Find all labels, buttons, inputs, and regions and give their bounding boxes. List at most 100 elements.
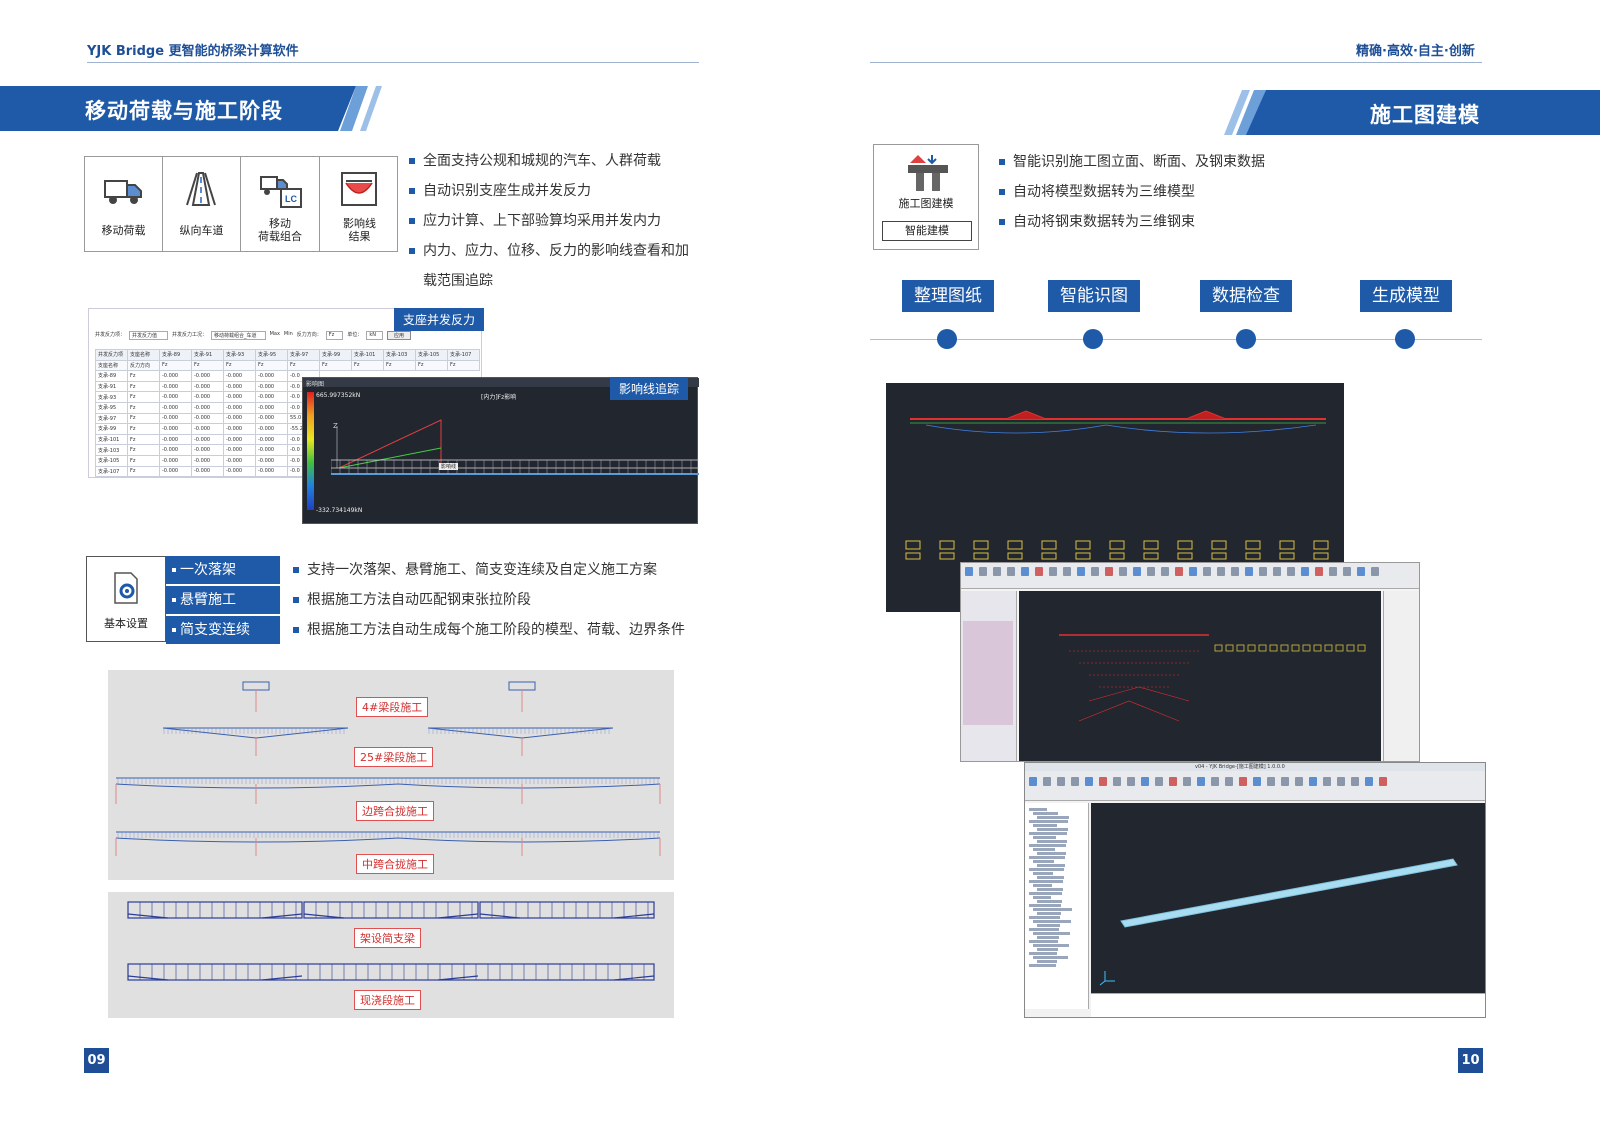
- tree-item[interactable]: [1037, 888, 1063, 891]
- tree-item[interactable]: [1033, 956, 1068, 959]
- icon-item-load-combo[interactable]: LC 移动 荷载组合: [241, 157, 320, 251]
- tree-item[interactable]: [1037, 936, 1059, 939]
- toolbar-button[interactable]: [1267, 777, 1275, 786]
- toolbar-button[interactable]: [1169, 777, 1177, 786]
- tree-item[interactable]: [1029, 844, 1066, 847]
- toolbar-button[interactable]: [1113, 777, 1121, 786]
- toolbar-button[interactable]: [1351, 777, 1359, 786]
- toolbar-button[interactable]: [1141, 777, 1149, 786]
- tree-item[interactable]: [1037, 924, 1060, 927]
- toolbar-button[interactable]: [1259, 567, 1267, 576]
- tree-item[interactable]: [1033, 884, 1052, 887]
- toolbar-button[interactable]: [1049, 567, 1057, 576]
- toolbar-button[interactable]: [1105, 567, 1113, 576]
- toolbar-button[interactable]: [1063, 567, 1071, 576]
- tree-item[interactable]: [1033, 872, 1053, 875]
- toolbar-button[interactable]: [1239, 777, 1247, 786]
- toolbar-button[interactable]: [1043, 777, 1051, 786]
- tree-item[interactable]: [1029, 964, 1056, 967]
- toolbar-button[interactable]: [1183, 777, 1191, 786]
- toolbar-button[interactable]: [1371, 567, 1379, 576]
- toolbar-button[interactable]: [1245, 567, 1253, 576]
- toolbar-button[interactable]: [1099, 777, 1107, 786]
- toolbar-button[interactable]: [1203, 567, 1211, 576]
- tree-item[interactable]: [1033, 920, 1071, 923]
- tree-item[interactable]: [1037, 960, 1057, 963]
- tree-item[interactable]: [1029, 940, 1058, 943]
- toolbar-button[interactable]: [1021, 567, 1029, 576]
- min-radio[interactable]: Min: [283, 331, 293, 337]
- tree-item[interactable]: [1037, 876, 1064, 879]
- tree-item[interactable]: [1033, 932, 1070, 935]
- tree-item[interactable]: [1029, 820, 1068, 823]
- tree-item[interactable]: [1033, 860, 1054, 863]
- tree-item[interactable]: [1029, 856, 1065, 859]
- toolbar-button[interactable]: [1035, 567, 1043, 576]
- tree-item[interactable]: [1033, 944, 1069, 947]
- toolbar-button[interactable]: [1029, 777, 1037, 786]
- toolbar-button[interactable]: [1365, 777, 1373, 786]
- toolbar-button[interactable]: [1091, 567, 1099, 576]
- unit-select[interactable]: kN: [366, 331, 383, 340]
- max-radio[interactable]: Max: [269, 331, 280, 337]
- basic-settings-box[interactable]: 基本设置: [86, 556, 166, 642]
- tree-item[interactable]: [1029, 904, 1061, 907]
- icon-item-moving-load[interactable]: 移动荷载: [85, 157, 163, 251]
- tree-item[interactable]: [1037, 828, 1068, 831]
- toolbar-button[interactable]: [1175, 567, 1183, 576]
- tree-item[interactable]: [1033, 896, 1051, 899]
- tree-item[interactable]: [1033, 824, 1057, 827]
- toolbar-button[interactable]: [1281, 777, 1289, 786]
- tree-item[interactable]: [1029, 952, 1057, 955]
- tree-item[interactable]: [1033, 908, 1072, 911]
- toolbar-button[interactable]: [1343, 567, 1351, 576]
- reaction-case-select[interactable]: 移动荷载组合_车道: [211, 331, 266, 340]
- tree-item[interactable]: [1037, 864, 1065, 867]
- toolbar-button[interactable]: [979, 567, 987, 576]
- method-cantilever[interactable]: 悬臂施工: [166, 586, 280, 614]
- toolbar-button[interactable]: [1323, 777, 1331, 786]
- tree-item[interactable]: [1037, 912, 1061, 915]
- tree-item[interactable]: [1037, 852, 1066, 855]
- toolbar-button[interactable]: [1329, 567, 1337, 576]
- toolbar-button[interactable]: [1273, 567, 1281, 576]
- method-simple-to-continuous[interactable]: 简支变连续: [166, 616, 280, 644]
- icon-item-lane[interactable]: 纵向车道: [163, 157, 241, 251]
- toolbar-button[interactable]: [1057, 777, 1065, 786]
- toolbar-button[interactable]: [1315, 567, 1323, 576]
- apply-button[interactable]: 应用: [386, 331, 411, 340]
- toolbar-button[interactable]: [1253, 777, 1261, 786]
- tree-item[interactable]: [1029, 832, 1067, 835]
- toolbar-button[interactable]: [1189, 567, 1197, 576]
- toolbar-button[interactable]: [1231, 567, 1239, 576]
- toolbar-button[interactable]: [965, 567, 973, 576]
- toolbar-button[interactable]: [1155, 777, 1163, 786]
- reaction-item-select[interactable]: 并发反力值: [129, 331, 169, 340]
- tree-item[interactable]: [1037, 900, 1062, 903]
- icon-item-influence-result[interactable]: 影响线 结果: [320, 157, 399, 251]
- tree-item[interactable]: [1037, 816, 1069, 819]
- toolbar-button[interactable]: [1007, 567, 1015, 576]
- direction-select[interactable]: Fz: [325, 331, 344, 340]
- tree-item[interactable]: [1029, 808, 1047, 811]
- toolbar-button[interactable]: [1077, 567, 1085, 576]
- method-one-step[interactable]: 一次落架: [166, 556, 280, 584]
- tree-item[interactable]: [1029, 868, 1064, 871]
- toolbar-button[interactable]: [1133, 567, 1141, 576]
- toolbar-button[interactable]: [1211, 777, 1219, 786]
- tree-item[interactable]: [1037, 840, 1067, 843]
- tree-item[interactable]: [1029, 880, 1063, 883]
- toolbar-button[interactable]: [1225, 777, 1233, 786]
- toolbar-button[interactable]: [1127, 777, 1135, 786]
- toolbar-button[interactable]: [1357, 567, 1365, 576]
- toolbar-button[interactable]: [1147, 567, 1155, 576]
- toolbar-button[interactable]: [1295, 777, 1303, 786]
- tree-item[interactable]: [1037, 948, 1058, 951]
- tree-item[interactable]: [1029, 916, 1060, 919]
- tree-item[interactable]: [1029, 928, 1059, 931]
- toolbar-button[interactable]: [1161, 567, 1169, 576]
- toolbar-button[interactable]: [993, 567, 1001, 576]
- toolbar-button[interactable]: [1301, 567, 1309, 576]
- toolbar-button[interactable]: [1217, 567, 1225, 576]
- toolbar-button[interactable]: [1337, 777, 1345, 786]
